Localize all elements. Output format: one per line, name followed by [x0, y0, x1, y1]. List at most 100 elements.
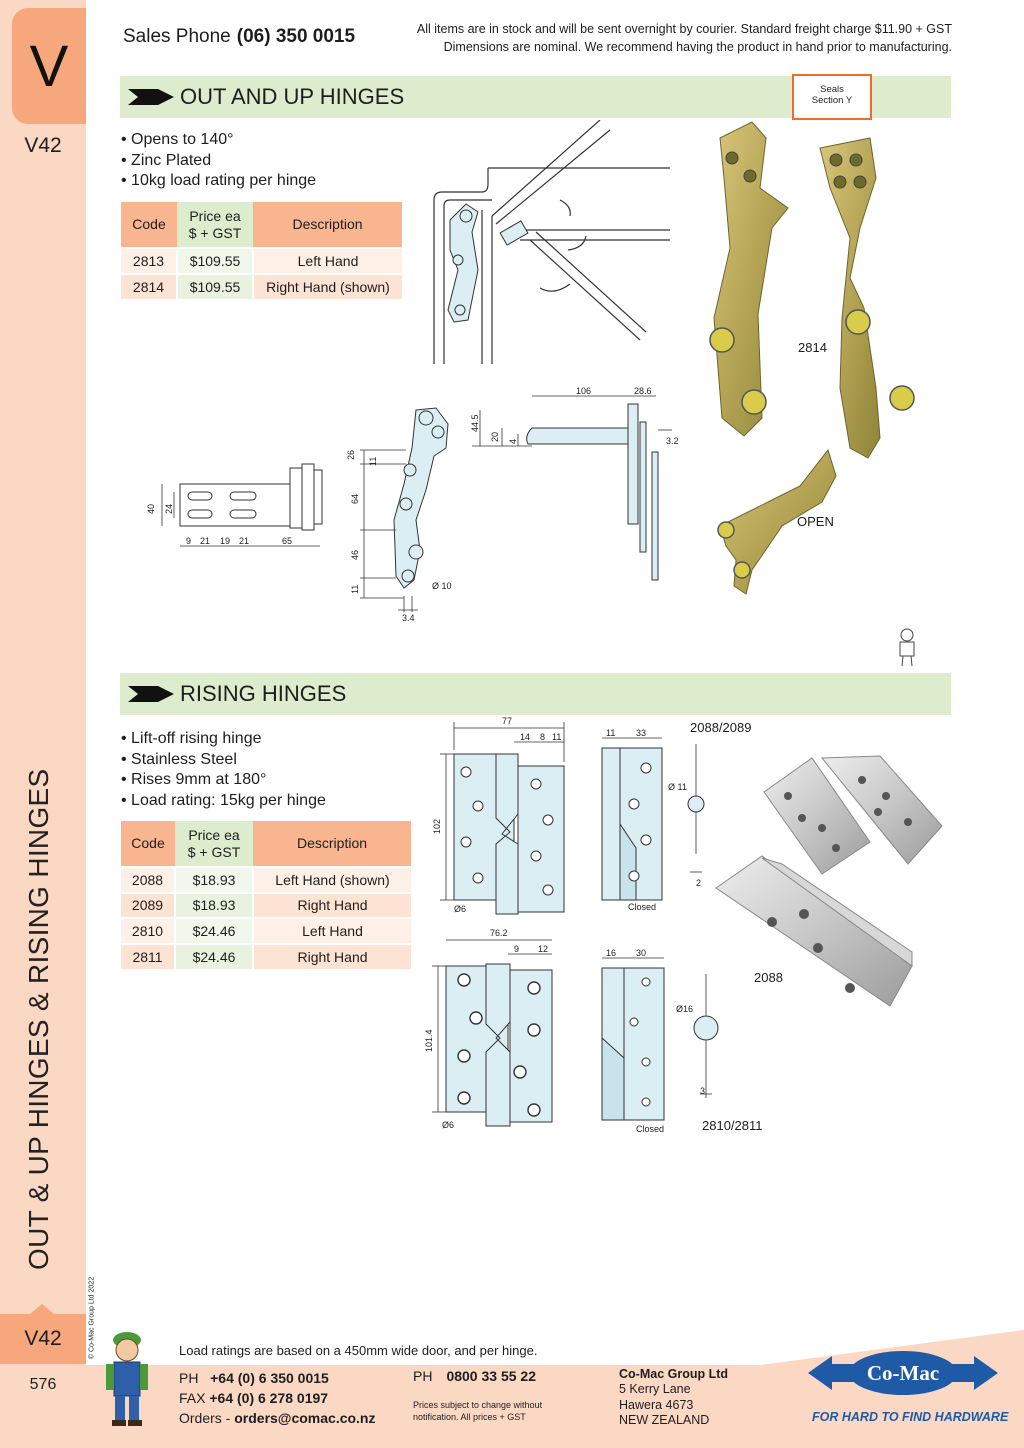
dim-label: Ø6 [442, 1120, 454, 1130]
table-row: 2814 $109.55 Right Hand (shown) [121, 272, 402, 299]
row-price: $109.55 [176, 247, 254, 274]
mascot-small-icon [899, 628, 915, 667]
seals-line-1: Seals [820, 84, 844, 95]
seals-reference-badge[interactable]: Seals Section Y [792, 74, 872, 120]
fax-number: +64 (0) 6 278 0197 [209, 1390, 329, 1406]
dim-label: 3.4 [402, 613, 415, 623]
open-label: OPEN [797, 514, 834, 529]
col-code-header: Code [121, 202, 177, 248]
dim-label: 8 [540, 732, 545, 742]
logo-text: Co-Mac [867, 1361, 939, 1385]
left-sidebar [0, 0, 86, 1448]
rising-price-table: Code Price ea$ + GST Description 2088 $1… [121, 821, 411, 969]
seals-line-2: Section Y [811, 95, 853, 106]
fax-label: FAX [179, 1390, 206, 1406]
col-price-header: Price ea$ + GST [175, 821, 253, 867]
table-row: 2089 $18.93 Right Hand [121, 891, 411, 918]
row-price: $24.46 [174, 917, 254, 944]
row-code: 2811 [121, 942, 175, 969]
dim-label: 11 [552, 732, 561, 742]
dim-label: 3.2 [666, 436, 679, 446]
dim-label: 40 [146, 504, 156, 514]
company-name: Co-Mac Group Ltd [619, 1367, 729, 1381]
dim-label: 33 [636, 728, 646, 738]
phone-label: PH [179, 1370, 199, 1386]
table-row: 2810 $24.46 Left Hand [121, 917, 411, 944]
dim-label: 26 [346, 450, 356, 460]
contact-block: PH +64 (0) 6 350 0015 FAX +64 (0) 6 278 … [179, 1368, 376, 1428]
dim-label: 106 [576, 386, 591, 396]
row-price: $18.93 [174, 891, 254, 918]
dim-label: 11 [368, 457, 378, 466]
page-number: 576 [29, 1376, 57, 1393]
dim-label: 64 [350, 494, 360, 504]
dim-label: 101.4 [424, 1029, 434, 1052]
rising-features: Lift-off rising hinge Stainless Steel Ri… [121, 729, 326, 811]
dim-label: 102 [432, 819, 442, 834]
closed-label: Closed [636, 1124, 664, 1134]
dim-label: 76.2 [490, 928, 508, 938]
stock-notice: All items are in stock and will be sent … [352, 20, 952, 56]
dim-label: 21 [200, 536, 210, 546]
phone-number[interactable]: +64 (0) 6 350 0015 [210, 1370, 329, 1386]
sales-phone-number[interactable]: (06) 350 0015 [236, 26, 356, 47]
photo-label-2088: 2088 [754, 970, 783, 985]
feature-item: Rises 9mm at 180° [121, 770, 326, 791]
dim-label: 44.5 [470, 414, 480, 432]
hinge-plate-dimension-drawing: 40 24 9 21 19 21 65 [146, 463, 323, 547]
orders-email-link[interactable]: orders@comac.co.nz [234, 1410, 376, 1426]
row-desc: Left Hand [253, 247, 402, 274]
sales-phone-label: Sales Phone [123, 26, 231, 47]
feature-item: Opens to 140° [121, 130, 316, 151]
dim-label: Ø 11 [668, 782, 687, 792]
dim-label: 24 [164, 504, 174, 514]
table-row: 2811 $24.46 Right Hand [121, 942, 411, 969]
section-letter-tab: V [12, 8, 86, 124]
feature-item: Zinc Plated [121, 151, 316, 172]
out-up-hinge-product-photo [709, 121, 915, 459]
section-arrow-icon [128, 686, 174, 702]
rising-hinge-2088-closed-drawing: 11 33 Ø 11 2 Closed [601, 728, 705, 912]
notice-line-2: Dimensions are nominal. We recommend hav… [443, 40, 952, 54]
dim-label: Ø6 [454, 904, 466, 914]
rising-hinge-2088-front-drawing: 77 14 8 11 102 Ø6 [432, 716, 565, 915]
dim-label: 20 [490, 432, 500, 442]
dim-label: 14 [520, 732, 530, 742]
dim-label: 3 [700, 1086, 705, 1096]
rising-section-header: RISING HINGES [120, 673, 951, 715]
rising-hinge-2810-closed-drawing: 16 30 Ø16 3 Closed [601, 948, 719, 1134]
mascot-icon [106, 1332, 148, 1426]
row-price: $24.46 [174, 942, 254, 969]
dim-label: 77 [502, 716, 512, 726]
freephone-number[interactable]: 0800 33 55 22 [446, 1368, 536, 1384]
tagline: FOR HARD TO FIND HARDWARE [812, 1410, 1009, 1424]
section-code-bottom-tab: V42 [0, 1304, 86, 1364]
dim-label: 2 [696, 878, 701, 888]
open-hinge-photo [717, 448, 837, 595]
out-up-title: OUT AND UP HINGES [180, 84, 405, 109]
col-price-header: Price ea$ + GST [177, 202, 253, 248]
dim-label: 65 [282, 536, 292, 546]
prices-note: Prices subject to change without notific… [413, 1400, 543, 1422]
address-line: Hawera 4673 [619, 1397, 694, 1412]
freephone-label: PH [413, 1368, 433, 1384]
section-code-top: V42 [24, 134, 62, 157]
closed-label: Closed [628, 902, 656, 912]
dim-label: 21 [239, 536, 249, 546]
dim-label: 16 [606, 948, 616, 958]
vertical-page-title: OUT & UP HINGES & RISING HINGES [23, 768, 54, 1270]
row-price: $18.93 [174, 866, 254, 893]
out-up-features: Opens to 140° Zinc Plated 10kg load rati… [121, 130, 316, 192]
notice-line-1: All items are in stock and will be sent … [416, 22, 952, 36]
address-line: 5 Kerry Lane [619, 1382, 691, 1397]
dim-label: 9 [514, 944, 519, 954]
rising-hinge-product-photo [715, 755, 943, 1007]
out-up-price-table: Code Price ea$ + GST Description 2813 $1… [121, 202, 402, 299]
row-desc: Right Hand [253, 891, 411, 918]
comac-logo[interactable]: Co-Mac [808, 1342, 998, 1404]
dim-label: 9 [186, 536, 191, 546]
row-code: 2089 [121, 891, 175, 918]
row-code: 2814 [121, 272, 177, 299]
table-row: 2813 $109.55 Left Hand [121, 247, 402, 274]
hinge-side-dimension-drawing: 106 28.6 44.5 20 4 3.2 [470, 386, 679, 581]
